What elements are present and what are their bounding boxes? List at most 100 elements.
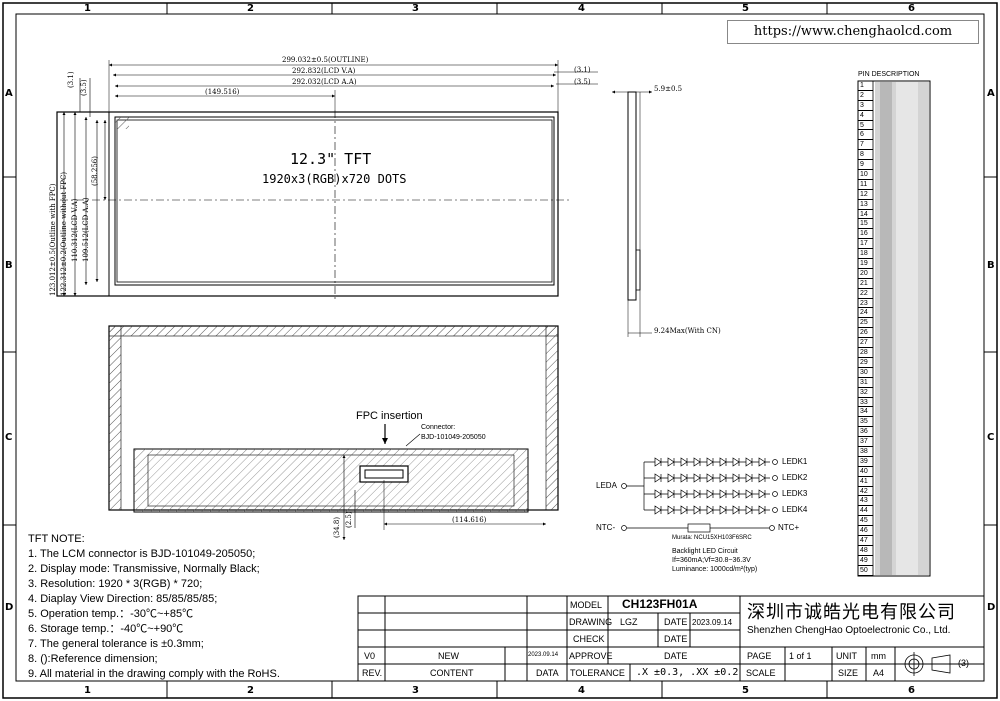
zone-col-2: 2 — [247, 3, 254, 14]
pin-number: 17 — [858, 239, 873, 250]
zone-ticks — [3, 3, 997, 698]
pin-number: 48 — [858, 546, 873, 556]
fpc-insertion-label: FPC insertion — [356, 410, 423, 422]
dim-lcd-va-width: 292.832(LCD V.A) — [292, 67, 356, 75]
size-value: A4 — [873, 668, 885, 678]
notes-title: TFT NOTE: — [28, 533, 85, 545]
tolerance-value: .X ±0.3, .XX ±0.2 — [636, 667, 739, 678]
pin-number: 4 — [858, 111, 873, 121]
pin-number: 43 — [858, 496, 873, 507]
ledk2-label: LEDK2 — [782, 473, 808, 482]
content-label: CONTENT — [430, 668, 474, 678]
data-label: DATA — [536, 668, 559, 678]
zone-row-b: B — [5, 260, 13, 271]
pin-number: 15 — [858, 219, 873, 230]
ledk4-label: LEDK4 — [782, 505, 808, 514]
unit-value: mm — [871, 651, 886, 661]
dim-left-31: (3.1) — [67, 71, 75, 88]
dim-thickness: 5.9±0.5 — [654, 85, 683, 93]
zone-col-5: 5 — [742, 3, 749, 14]
check-label: CHECK — [573, 634, 605, 644]
backlight-circuit-spec: If=360mA;Vf=30.8~36.3V — [672, 557, 751, 564]
dim-offset-35: (3.5) — [574, 78, 591, 86]
pin-number: 45 — [858, 516, 873, 527]
backlight-circuit — [621, 457, 778, 533]
pin-number: 26 — [858, 328, 873, 339]
dim-lcd-aa-width: 292.032(LCD A.A) — [292, 78, 357, 86]
projection-symbol-icon — [902, 652, 951, 676]
pin-number: 27 — [858, 338, 873, 349]
page-label: PAGE — [747, 651, 772, 661]
check-date-label: DATE — [664, 634, 688, 644]
pin-number: 23 — [858, 299, 873, 309]
tolerance-label: TOLERANCE — [570, 668, 625, 678]
dim-height-aa: 109.512(LCD A.A) — [82, 197, 90, 262]
note-item: 7. The general tolerance is ±0.3mm; — [28, 638, 204, 650]
pin-number: 36 — [858, 427, 873, 438]
pin-number: 8 — [858, 150, 873, 161]
drawing-value: LGZ — [620, 617, 638, 627]
note-item: 4. Diaplay View Direction: 85/85/85/85; — [28, 593, 218, 605]
zone-col-1-bottom: 1 — [84, 685, 91, 696]
note-item: 6. Storage temp.：-40℃~+90℃ — [28, 623, 184, 635]
zone-row-c-right: C — [987, 432, 995, 443]
approve-label: APPROVE — [569, 651, 613, 661]
note-item: 9. All material in the drawing comply wi… — [28, 668, 280, 680]
note-item: 1. The LCM connector is BJD-101049-20505… — [28, 548, 256, 560]
zone-col-6: 6 — [908, 3, 915, 14]
pin-number: 25 — [858, 318, 873, 329]
backlight-circuit-title: Backlight LED Circuit — [672, 548, 738, 555]
dim-max-with-connector: 9.24Max(With CN) — [654, 327, 721, 335]
ledk1-label: LEDK1 — [782, 457, 808, 466]
zone-col-6-bottom: 6 — [908, 685, 915, 696]
pin-number: 20 — [858, 269, 873, 279]
pin-number: 18 — [858, 249, 873, 260]
date-value: 2023.09.14 — [692, 618, 733, 627]
company-name-en: Shenzhen ChengHao Optoelectronic Co., Lt… — [747, 625, 951, 636]
note-item: 2. Display mode: Transmissive, Normally … — [28, 563, 260, 575]
pin-number: 6 — [858, 130, 873, 141]
model-value: CH123FH01A — [622, 597, 698, 611]
pin-number: 24 — [858, 308, 873, 319]
zone-row-a: A — [5, 88, 13, 99]
pin-number: 22 — [858, 289, 873, 299]
pin-number: 32 — [858, 388, 873, 398]
connector-label: Connector: — [421, 424, 456, 431]
pin-number: 9 — [858, 160, 873, 171]
note-item: 5. Operation temp.：-30℃~+85℃ — [28, 608, 194, 620]
title-block-grid — [357, 595, 985, 682]
pin-number: 39 — [858, 457, 873, 467]
front-view — [56, 60, 598, 300]
pin-number: 29 — [858, 358, 873, 368]
zone-col-4: 4 — [578, 3, 585, 14]
website-url[interactable]: https://www.chenghaolcd.com — [727, 20, 979, 44]
pin-number: 1 — [858, 81, 873, 91]
pin-number: 21 — [858, 279, 873, 289]
zone-col-5-bottom: 5 — [742, 685, 749, 696]
approve-date-label: DATE — [664, 651, 688, 661]
zone-row-a-right: A — [987, 88, 995, 99]
zone-col-3: 3 — [412, 3, 419, 14]
company-name-cn: 深圳市诚皓光电有限公司 — [747, 602, 956, 623]
pin-number: 38 — [858, 447, 873, 457]
pin-number: 19 — [858, 259, 873, 269]
dim-height-outline-fpc: 123.012±0.5(Outline with FPC) — [49, 183, 57, 296]
pin-number: 33 — [858, 398, 873, 408]
pin-number: 11 — [858, 180, 873, 190]
backlight-luminance: Luminance: 1000cd/m²(typ) — [672, 566, 758, 573]
revision-date: 2023.09.14 — [528, 652, 559, 658]
pin-description-title: PIN DESCRIPTION — [858, 71, 920, 78]
pin-number: 14 — [858, 210, 873, 220]
size-label: SIZE — [838, 668, 859, 678]
dim-left-35: (3.5) — [80, 79, 88, 96]
panel-size-title: 12.3" TFT — [290, 150, 372, 168]
pin-number: 7 — [858, 140, 873, 151]
model-label: MODEL — [570, 600, 603, 610]
page-value: 1 of 1 — [789, 651, 812, 661]
dim-offset-31: (3.1) — [574, 66, 591, 74]
zone-row-b-right: B — [987, 260, 995, 271]
pin-number: 37 — [858, 437, 873, 447]
